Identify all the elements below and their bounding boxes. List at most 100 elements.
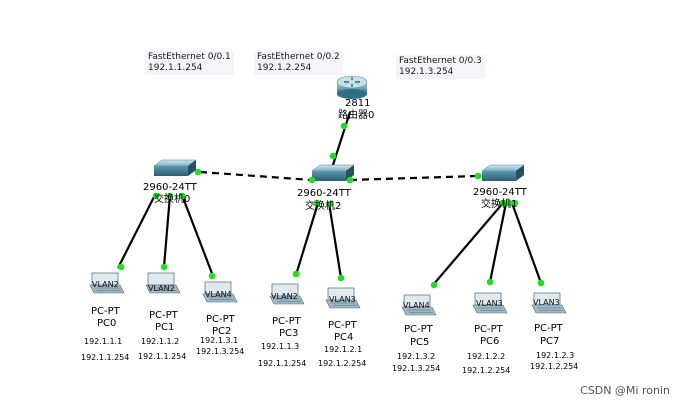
pc-vlan-label: VLAN2 [92, 280, 119, 289]
pc-vlan-label: VLAN2 [148, 284, 175, 293]
switch-icon[interactable] [481, 164, 525, 181]
port-status-dot [474, 172, 482, 180]
interface-ip: 192.1.1.254 [148, 63, 203, 73]
link-switch1-pc6 [488, 202, 508, 283]
pc-name: PC5 [410, 337, 430, 348]
port-status-dot [505, 199, 513, 207]
interface-ip: 192.1.2.254 [257, 63, 312, 73]
port-status-dot [152, 192, 160, 200]
router-icon[interactable] [336, 75, 368, 99]
pc-name: PC3 [279, 328, 299, 339]
port-status-dot [486, 278, 494, 286]
pc-icon[interactable] [401, 294, 437, 316]
link-switch0-pc1 [162, 194, 172, 268]
port-status-dot [292, 270, 300, 278]
pc-icon[interactable] [472, 292, 508, 314]
watermark: CSDN @Mi ronin [580, 384, 670, 397]
pc-name: PC2 [212, 326, 232, 337]
pc-gateway: 192.1.2.254 [530, 362, 579, 371]
pc-icon[interactable] [325, 287, 361, 309]
pc-gateway: 192.1.2.254 [462, 366, 511, 375]
pc-ip: 192.1.1.3 [261, 342, 300, 351]
pc-name: PC6 [480, 336, 500, 347]
pc-model: PC-PT [328, 320, 357, 331]
port-status-dot [326, 200, 334, 208]
port-status-dot [178, 192, 186, 200]
interface-name: FastEthernet 0/0.3 [399, 56, 482, 66]
pc-model: PC-PT [404, 324, 433, 335]
switch-model: 2960-24TT [473, 187, 527, 198]
interface-name: FastEthernet 0/0.1 [148, 52, 231, 62]
pc-model: PC-PT [474, 324, 503, 335]
switch-icon[interactable] [153, 159, 197, 176]
interface-note: FastEthernet 0/0.3 192.1.3.254 [396, 55, 485, 79]
pc-model: PC-PT [206, 314, 235, 325]
port-status-dot [160, 263, 168, 271]
pc-model: PC-PT [149, 310, 178, 321]
port-status-dot [340, 122, 348, 130]
switch-name: 交换机1 [481, 199, 518, 210]
port-status-dot [511, 199, 519, 207]
pc-gateway: 192.1.1.254 [138, 352, 187, 361]
port-status-dot [313, 199, 321, 207]
port-status-dot [308, 176, 316, 184]
port-status-dot [117, 263, 125, 271]
link-switch1-pc7 [510, 202, 543, 284]
pc-ip: 192.1.2.1 [324, 345, 363, 354]
pc-vlan-label: VLAN3 [329, 295, 356, 304]
pc-icon[interactable] [269, 283, 305, 305]
interface-ip: 192.1.3.254 [399, 67, 454, 77]
pc-icon[interactable] [145, 272, 181, 294]
port-status-dot [346, 176, 354, 184]
pc-gateway: 192.1.3.254 [392, 364, 441, 373]
port-status-dot [329, 152, 337, 160]
pc-vlan-label: VLAN4 [403, 301, 430, 310]
pc-name: PC7 [540, 336, 560, 347]
trunk-switch0-switch2 [199, 170, 313, 182]
pc-icon[interactable] [531, 292, 567, 314]
port-status-dot [499, 199, 507, 207]
interface-note: FastEthernet 0/0.1 192.1.1.254 [145, 51, 234, 75]
port-status-dot [166, 192, 174, 200]
switch-icon[interactable] [311, 164, 355, 181]
pc-name: PC1 [155, 322, 175, 333]
pc-vlan-label: VLAN3 [476, 299, 503, 308]
pc-ip: 192.1.3.2 [397, 352, 436, 361]
pc-name: PC4 [334, 332, 354, 343]
links [117, 111, 543, 286]
pc-icon[interactable] [89, 272, 125, 294]
pc-gateway: 192.1.2.254 [318, 359, 367, 368]
switch-model: 2960-24TT [297, 188, 351, 199]
interface-name: FastEthernet 0/0.2 [257, 52, 340, 62]
pc-ip: 192.1.3.1 [200, 336, 239, 345]
pc-ip: 192.1.1.1 [84, 337, 123, 346]
pc-ip: 192.1.1.2 [141, 337, 180, 346]
port-status-dot [208, 272, 216, 280]
link-switch0-pc2 [180, 194, 215, 277]
pc-model: PC-PT [272, 316, 301, 327]
pc-model: PC-PT [534, 323, 563, 334]
link-switch1-pc5 [432, 202, 504, 286]
port-status-dot [537, 279, 545, 287]
switch-model: 2960-24TT [143, 182, 197, 193]
pc-gateway: 192.1.3.254 [196, 347, 245, 356]
link-switch2-pc3 [294, 202, 320, 276]
trunk-switch2-switch1 [349, 174, 479, 182]
pc-gateway: 192.1.1.254 [258, 359, 307, 368]
link-switch2-pc4 [327, 202, 343, 279]
pc-name: PC0 [97, 318, 117, 329]
pc-vlan-label: VLAN4 [205, 290, 232, 299]
pc-vlan-label: VLAN2 [271, 292, 298, 301]
switch-name: 交换机0 [154, 194, 191, 205]
pc-icon[interactable] [202, 281, 238, 303]
link-switch0-pc0 [117, 194, 156, 269]
pc-model: PC-PT [91, 306, 120, 317]
router-name: 路由器0 [338, 110, 375, 121]
pc-vlan-label: VLAN3 [533, 298, 560, 307]
interface-note: FastEthernet 0/0.2 192.1.2.254 [254, 51, 343, 75]
pc-ip: 192.1.2.3 [536, 351, 575, 360]
pc-gateway: 192.1.1.254 [81, 353, 130, 362]
link-router-switch2 [330, 111, 352, 169]
switch-name: 交换机2 [305, 201, 342, 212]
